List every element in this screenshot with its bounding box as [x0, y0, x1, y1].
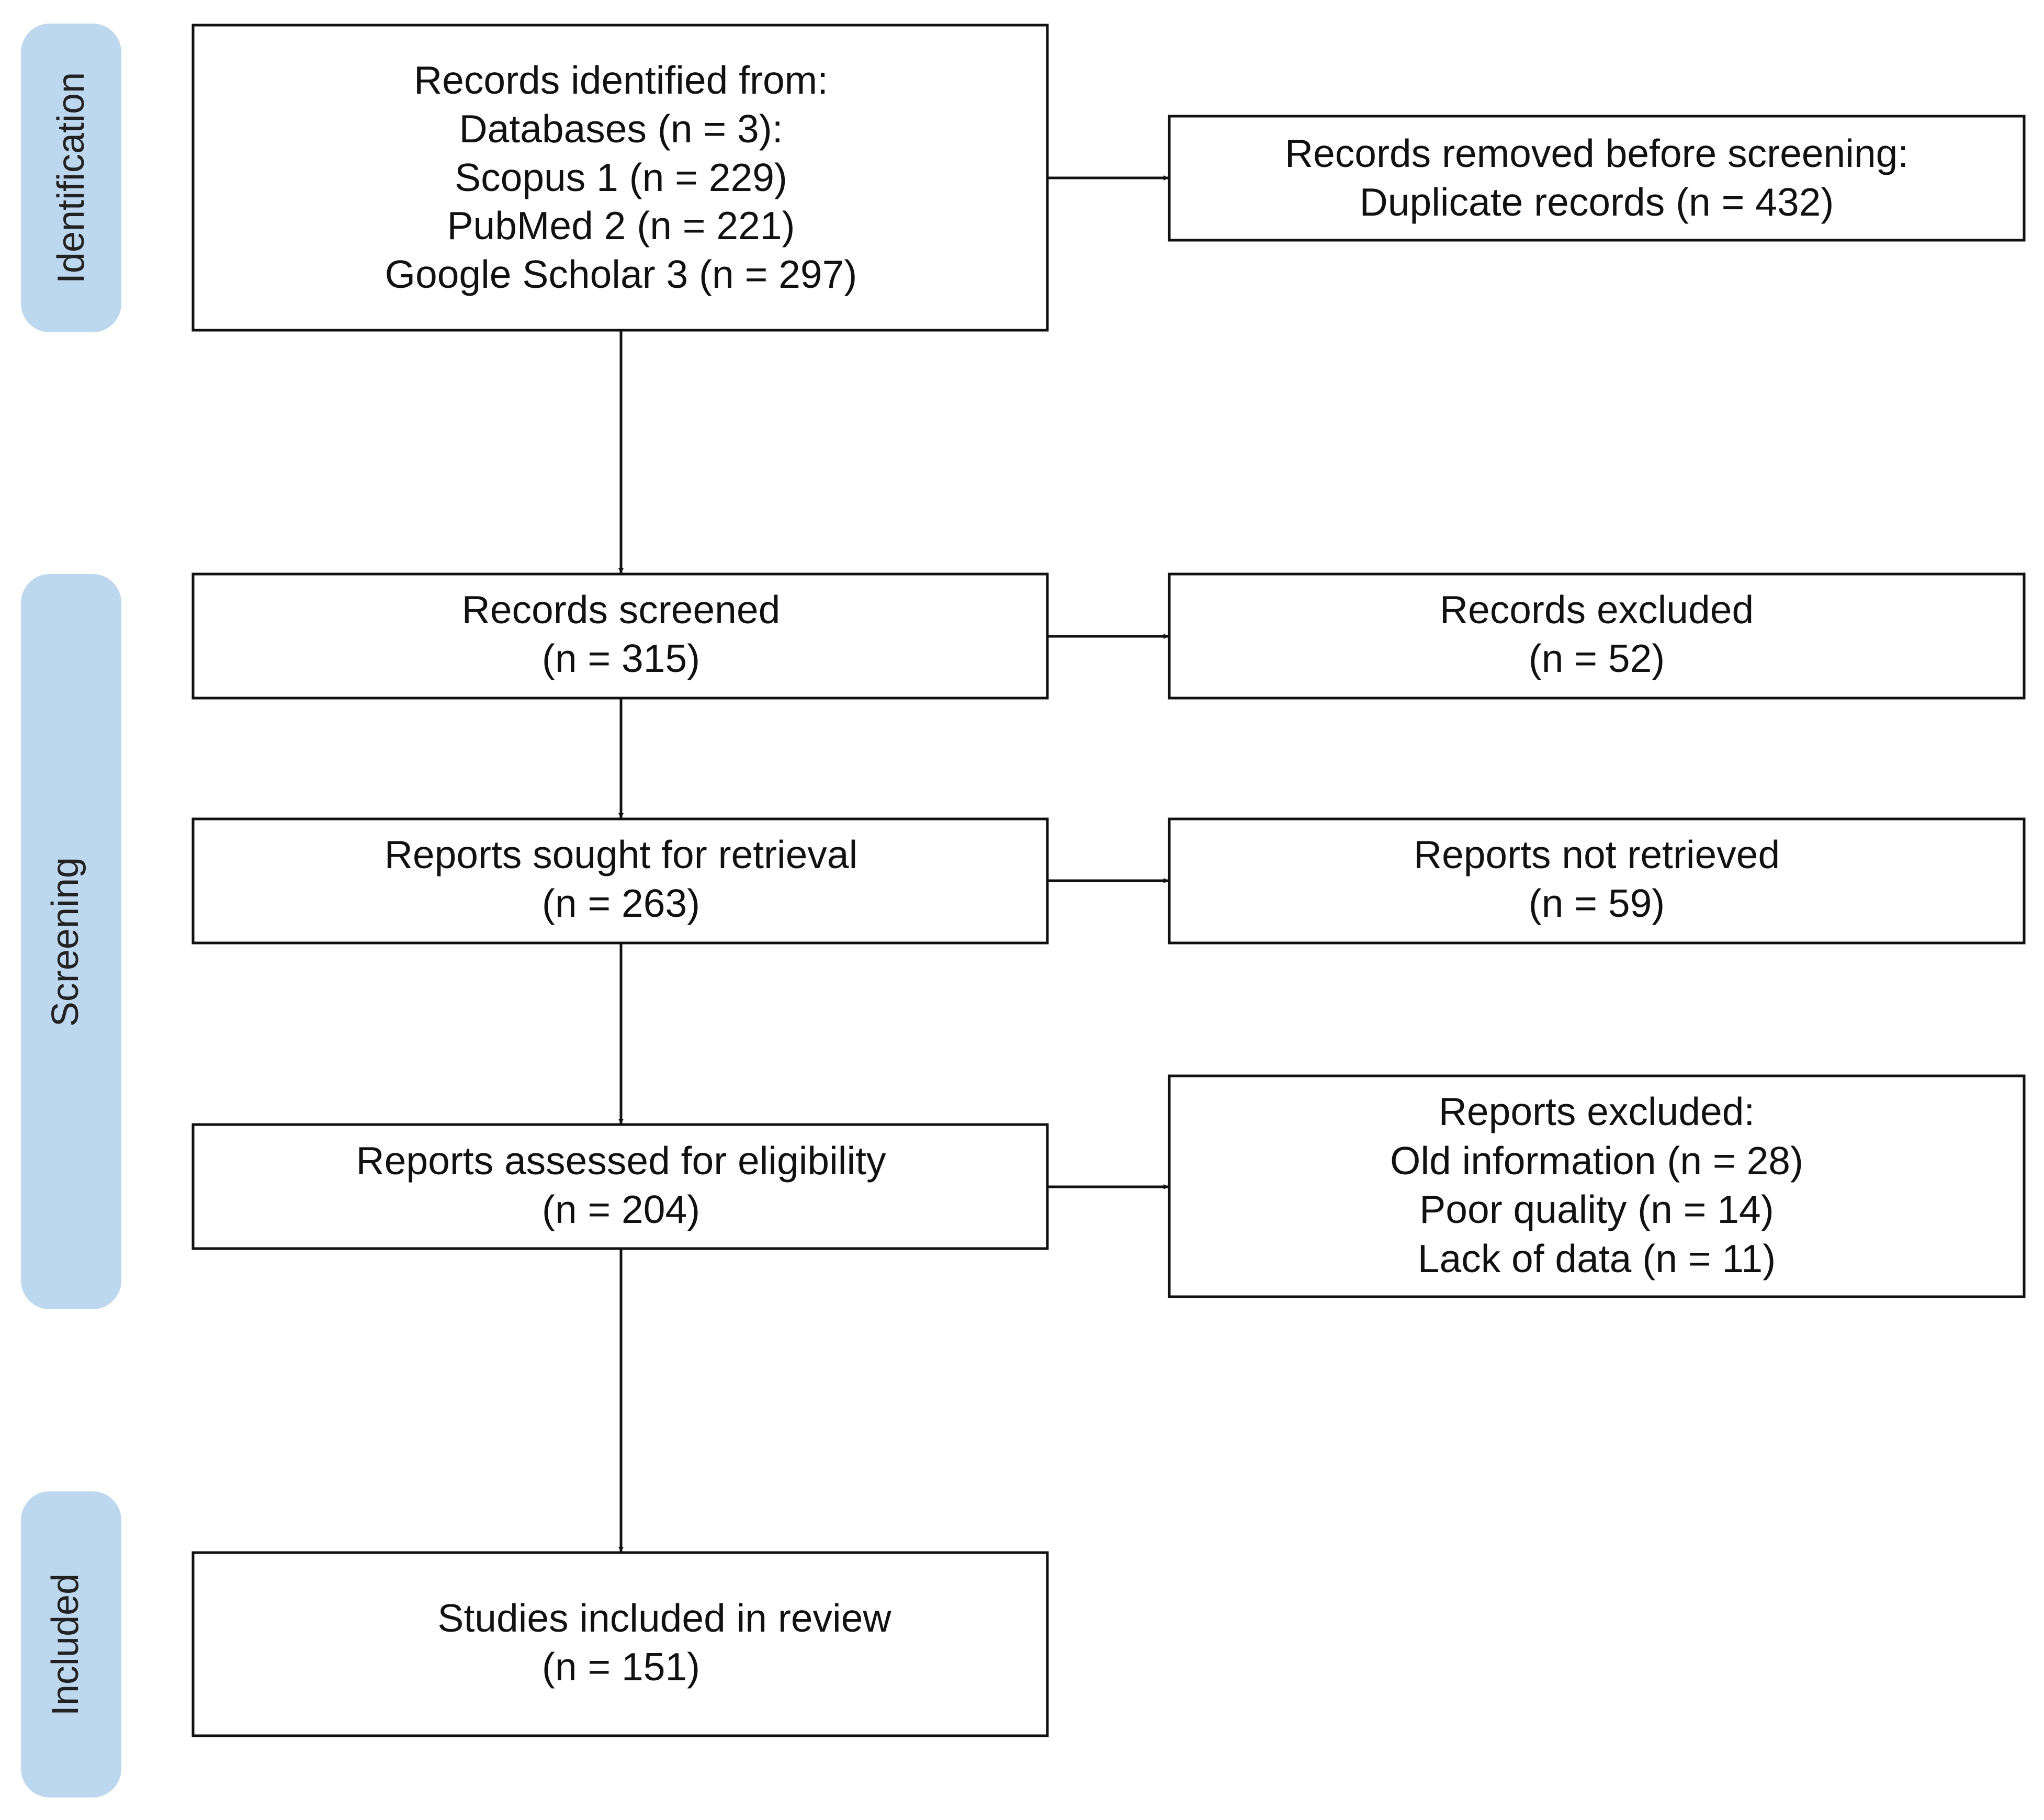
reports-not-retrieved-line: (n = 59): [1529, 881, 1665, 925]
box-records-removed: [1168, 115, 2026, 242]
records-identified-line: PubMed 2 (n = 221): [447, 204, 795, 248]
stage-bar-screening: Screening: [21, 574, 121, 1309]
stage-label-screening: Screening: [44, 857, 86, 1027]
box-reports-assessed: [191, 1123, 1049, 1250]
studies-included-line: (n = 151): [542, 1645, 700, 1689]
stage-label-included: Included: [44, 1574, 86, 1716]
box-records-excluded: [1168, 572, 2026, 700]
records-removed-line: Duplicate records (n = 432): [1360, 180, 1834, 224]
text-studies-included: Studies included in review (n = 151): [437, 1596, 891, 1689]
box-reports-sought: [191, 817, 1049, 945]
reports-assessed-line: (n = 204): [542, 1187, 700, 1231]
text-reports-excluded: Reports excluded: Old information (n = 2…: [1390, 1089, 1803, 1280]
reports-excluded-line: Poor quality (n = 14): [1419, 1187, 1774, 1231]
reports-excluded-line: Reports excluded:: [1439, 1089, 1755, 1133]
records-excluded-line: (n = 52): [1529, 636, 1665, 680]
text-reports-not-retrieved: Reports not retrieved (n = 59): [1414, 833, 1780, 925]
records-excluded-line: Records excluded: [1440, 588, 1754, 632]
reports-excluded-line: Old information (n = 28): [1390, 1139, 1803, 1183]
stage-bar-identification: Identification: [21, 24, 121, 332]
text-records-identified: Records identified from: Databases (n = …: [385, 58, 857, 296]
records-identified-line: Scopus 1 (n = 229): [455, 155, 787, 199]
box-records-identified: [191, 24, 1049, 332]
text-reports-assessed: Reports assessed for eligibility (n = 20…: [356, 1139, 886, 1231]
reports-not-retrieved-line: Reports not retrieved: [1414, 833, 1780, 877]
box-reports-not-retrieved: [1168, 817, 2026, 945]
reports-excluded-line: Lack of data (n = 11): [1418, 1237, 1776, 1280]
text-records-removed: Records removed before screening: Duplic…: [1285, 131, 1909, 224]
reports-assessed-line: Reports assessed for eligibility: [356, 1139, 886, 1183]
stage-label-identification: Identification: [50, 72, 92, 284]
records-identified-line: Databases (n = 3):: [459, 107, 783, 151]
box-reports-excluded: [1168, 1074, 2026, 1298]
records-screened-line: (n = 315): [542, 636, 700, 680]
box-records-screened: [191, 572, 1049, 700]
text-records-screened: Records screened (n = 315): [462, 588, 781, 680]
box-studies-included: [191, 1551, 1049, 1737]
text-records-excluded: Records excluded (n = 52): [1440, 588, 1754, 680]
records-screened-line: Records screened: [462, 588, 781, 632]
reports-sought-line: (n = 263): [542, 881, 700, 925]
studies-included-line: Studies included in review: [437, 1596, 891, 1640]
stage-bar-included: Included: [21, 1491, 121, 1797]
reports-sought-line: Reports sought for retrieval: [385, 833, 858, 877]
text-reports-sought: Reports sought for retrieval (n = 263): [385, 833, 858, 925]
records-identified-line: Records identified from:: [414, 58, 828, 102]
records-removed-line: Records removed before screening:: [1285, 131, 1909, 175]
records-identified-line: Google Scholar 3 (n = 297): [385, 252, 857, 296]
